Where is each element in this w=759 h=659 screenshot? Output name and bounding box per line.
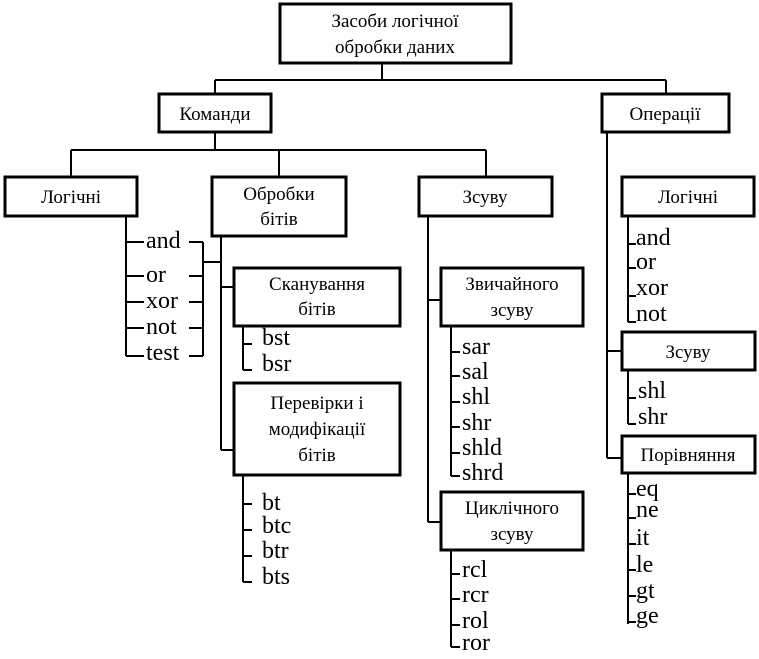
operations-logical-label: Логічні — [658, 187, 718, 208]
normal-shift-line1: Звичайного — [465, 274, 558, 295]
bit-check-modify-node: Перевірки і модифікації бітів — [232, 381, 402, 477]
list-item: ne — [636, 497, 659, 523]
bit-scan-line1: Сканування — [269, 274, 365, 295]
list-item: not — [636, 301, 667, 327]
list-item: bsr — [262, 351, 291, 377]
list-item: gt — [636, 578, 655, 604]
operations-shift-list: shl shr — [638, 378, 667, 430]
list-item: shld — [462, 435, 502, 461]
operations-shift-node: Зсуву — [620, 330, 757, 372]
connector-lines — [70, 63, 667, 648]
normal-shift-line2: зсуву — [490, 300, 534, 321]
commands-node-label: Команди — [179, 104, 250, 125]
operations-shift-label: Зсуву — [665, 342, 711, 363]
list-item: sal — [462, 359, 489, 385]
list-item: xor — [636, 275, 668, 301]
operations-node-label: Операції — [630, 104, 702, 125]
operations-logical-node: Логічні — [620, 175, 756, 218]
bit-check-modify-line2: модифікації — [269, 419, 366, 440]
list-item: or — [636, 249, 656, 275]
list-item: btr — [262, 538, 289, 564]
bit-check-modify-line3: бітів — [298, 445, 336, 466]
list-item: le — [636, 552, 653, 578]
operations-compare-label: Порівняння — [641, 445, 736, 466]
commands-logical-list: and or xor not test — [146, 228, 181, 366]
list-item: eq — [636, 476, 659, 502]
cyclic-shift-list: rcl rcr rol ror — [462, 557, 490, 656]
list-item: and — [146, 228, 181, 254]
list-item: ror — [462, 630, 490, 656]
list-item: btc — [262, 513, 291, 539]
normal-shift-list: sar sal shl shr shld shrd — [462, 334, 503, 486]
bit-check-modify-line1: Перевірки і — [270, 393, 363, 414]
list-item: shr — [462, 410, 491, 436]
normal-shift-node: Звичайного зсуву — [439, 266, 585, 328]
list-item: or — [146, 262, 166, 288]
list-item: xor — [146, 288, 178, 314]
bit-scan-list: bst bsr — [262, 325, 291, 377]
cyclic-shift-line2: зсуву — [490, 524, 534, 545]
list-item: rcr — [462, 582, 489, 608]
bit-scan-node: Сканування бітів — [232, 266, 402, 328]
list-item: shrd — [462, 460, 503, 486]
commands-node: Команди — [157, 92, 273, 134]
list-item: bts — [262, 564, 290, 590]
list-item: shl — [638, 378, 666, 404]
bit-processing-line1: Обробки — [243, 184, 314, 205]
bit-processing-line2: бітів — [260, 209, 298, 230]
root-node: Засоби логічної обробки даних — [278, 2, 513, 65]
list-item: bst — [262, 325, 290, 351]
list-item: ge — [636, 603, 659, 629]
operations-logical-list: and or xor not — [636, 225, 671, 327]
list-item: sar — [462, 334, 490, 360]
commands-shift-label: Зсуву — [462, 187, 508, 208]
cyclic-shift-node: Циклічного зсуву — [439, 490, 585, 552]
list-item: bt — [262, 490, 281, 516]
bit-scan-line2: бітів — [298, 299, 336, 320]
list-item: it — [636, 525, 650, 551]
operations-node: Операції — [600, 92, 731, 134]
commands-logical-label: Логічні — [41, 187, 101, 208]
bit-check-modify-list: bt btc btr bts — [262, 490, 291, 590]
list-item: shr — [638, 404, 667, 430]
operations-compare-list: eq ne it le gt ge — [636, 476, 659, 629]
list-item: rcl — [462, 557, 488, 583]
operations-compare-node: Порівняння — [620, 434, 757, 475]
list-item: shl — [462, 384, 490, 410]
bit-processing-node: Обробки бітів — [210, 175, 348, 238]
list-item: and — [636, 225, 671, 251]
root-node-line2: обробки даних — [335, 37, 455, 58]
commands-logical-node: Логічні — [3, 175, 139, 218]
list-item: rol — [462, 608, 489, 634]
list-item: test — [146, 340, 180, 366]
commands-shift-node: Зсуву — [417, 175, 554, 218]
list-item: not — [146, 314, 177, 340]
cyclic-shift-line1: Циклічного — [465, 498, 559, 519]
root-node-line1: Засоби логічної — [331, 11, 459, 32]
